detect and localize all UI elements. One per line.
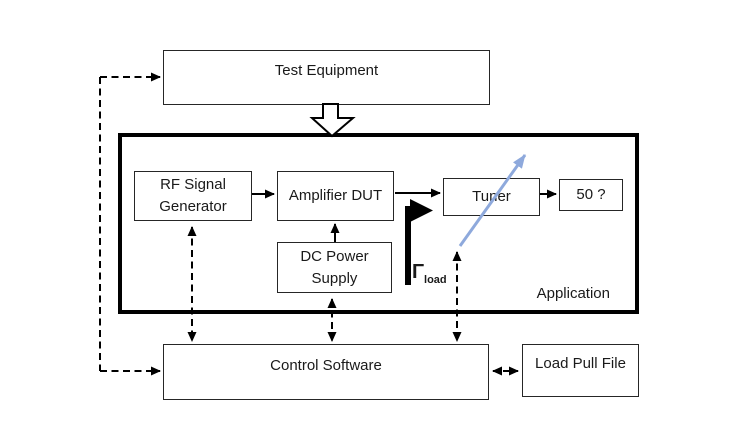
node-control-software: Control Software bbox=[163, 344, 489, 400]
block-arrow-test-equipment-to-application bbox=[309, 103, 356, 138]
node-dc-power-supply: DC Power Supply bbox=[277, 242, 392, 293]
gamma-load-label: Γload bbox=[412, 261, 447, 286]
test-equipment-label: Test Equipment bbox=[274, 62, 379, 80]
50-ohm-label: 50 ? bbox=[576, 186, 606, 204]
node-rf-signal-generator: RF Signal Generator bbox=[134, 171, 252, 221]
node-amplifier-dut: Amplifier DUT bbox=[277, 171, 394, 221]
control-software-label: Control Software bbox=[270, 356, 382, 374]
node-tuner: Tuner bbox=[443, 178, 540, 216]
gamma-subscript: load bbox=[424, 274, 447, 286]
rf-signal-generator-label: RF Signal Generator bbox=[159, 176, 227, 215]
node-load-pull-file: Load Pull File bbox=[522, 344, 639, 397]
application-label: Application bbox=[536, 285, 610, 302]
tuner-label: Tuner bbox=[472, 188, 511, 206]
node-test-equipment: Test Equipment bbox=[163, 50, 490, 105]
gamma-symbol: Γ bbox=[412, 261, 425, 283]
amplifier-dut-label: Amplifier DUT bbox=[288, 187, 383, 205]
load-pull-file-label: Load Pull File bbox=[535, 355, 626, 373]
node-50-ohm: 50 ? bbox=[559, 179, 623, 211]
dc-power-supply-label: DC Power Supply bbox=[300, 247, 369, 287]
